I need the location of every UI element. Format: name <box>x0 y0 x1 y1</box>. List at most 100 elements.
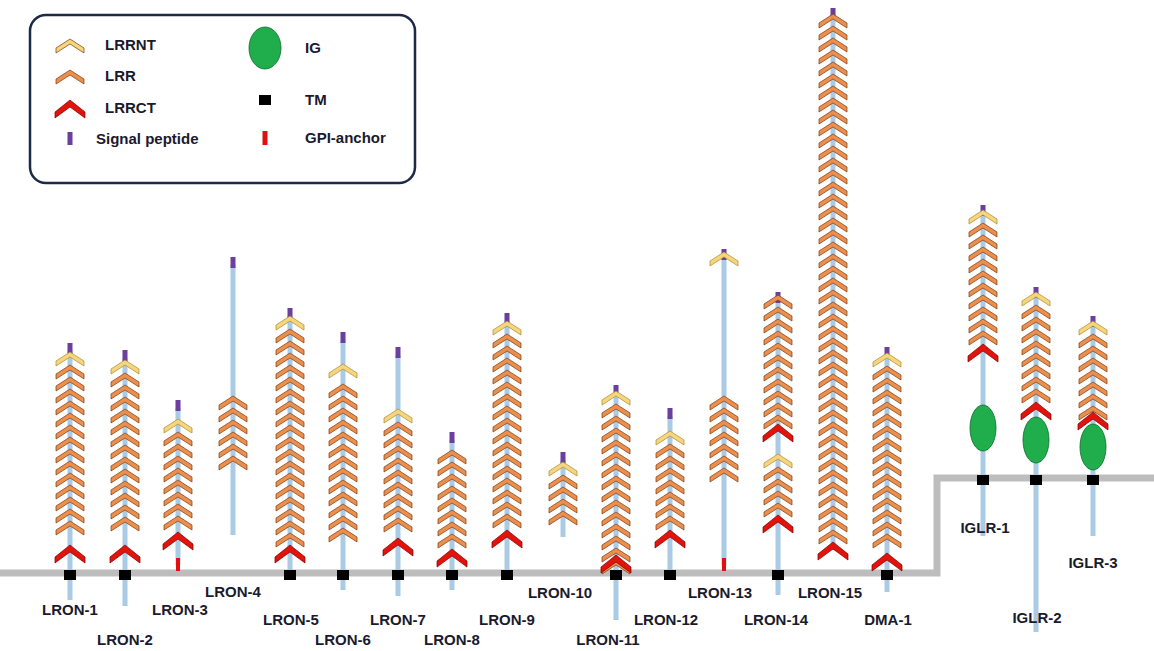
protein-figure <box>383 347 413 596</box>
lrrct-domain <box>763 424 793 442</box>
tm-domain <box>881 570 893 580</box>
protein-name: LRON-3 <box>152 601 208 619</box>
lrr-domain <box>710 468 738 482</box>
lrr-domain <box>873 534 901 548</box>
lrrnt-domain <box>873 353 901 367</box>
protein-name: LRON-4 <box>205 583 261 601</box>
lrrnt-domain <box>329 364 357 378</box>
protein-name: LRON-12 <box>634 611 698 629</box>
lrr-domain <box>656 516 684 530</box>
lrrnt-domain <box>56 352 84 366</box>
lrrnt-domain <box>164 419 192 433</box>
signal-peptide <box>396 347 401 358</box>
protein-figure <box>110 350 140 606</box>
signal-peptide <box>176 400 181 411</box>
lrrnt-domain <box>764 454 792 468</box>
tm-domain <box>1030 475 1042 485</box>
lrrct-domain <box>492 530 522 548</box>
protein-figure <box>219 257 247 535</box>
protein-name: LRON-14 <box>744 611 808 629</box>
lrrct-domain <box>55 545 85 563</box>
protein-name: LRON-15 <box>798 584 862 602</box>
protein-name: IGLR-3 <box>1068 554 1117 572</box>
lrrnt-domain <box>111 360 139 374</box>
protein-figure <box>601 385 631 620</box>
protein-figure <box>872 347 902 592</box>
protein-figure <box>163 400 193 571</box>
legend-swatch <box>56 70 84 84</box>
protein-figure <box>492 313 522 580</box>
lrrct-domain <box>275 545 305 563</box>
protein-name: LRON-2 <box>97 631 153 649</box>
lrr-domain <box>493 514 521 528</box>
lrrnt-domain <box>276 316 304 330</box>
ig-domain <box>970 405 996 451</box>
protein-name: LRON-1 <box>42 601 98 619</box>
protein-figure <box>549 452 577 537</box>
protein-figure <box>329 332 357 590</box>
protein-name: DMA-1 <box>864 611 912 629</box>
lrrct-domain <box>818 542 848 560</box>
legend-label: IG <box>305 39 321 57</box>
tm-domain <box>119 570 131 580</box>
legend-swatch <box>68 132 73 145</box>
lrr-domain <box>111 517 139 531</box>
protein-figure <box>275 308 305 580</box>
lrrnt-domain <box>1022 292 1050 306</box>
tm-domain <box>284 570 296 580</box>
signal-peptide <box>668 408 673 419</box>
lrrct-domain <box>763 515 793 533</box>
legend-frame <box>30 15 415 183</box>
lrrnt-domain <box>549 462 577 476</box>
tm-domain <box>64 570 76 580</box>
tm-domain <box>392 570 404 580</box>
lrrnt-domain <box>710 252 738 266</box>
signal-peptide <box>341 332 346 343</box>
ig-domain <box>1080 424 1106 470</box>
tm-domain <box>1087 475 1099 485</box>
lrr-domain <box>219 456 247 470</box>
lrrct-domain <box>110 545 140 563</box>
ig-domain <box>1023 417 1049 463</box>
protein-figure <box>818 8 848 560</box>
tm-domain <box>772 570 784 580</box>
legend-label: LRRCT <box>105 99 156 117</box>
protein-figure <box>655 408 685 580</box>
lrrct-domain <box>163 532 193 550</box>
protein-name: LRON-6 <box>315 631 371 649</box>
protein-figure <box>968 205 998 536</box>
protein-figure <box>1078 316 1108 536</box>
protein-figure <box>1021 287 1051 632</box>
lrr-domain <box>164 516 192 530</box>
lrr-domain <box>56 521 84 535</box>
signal-peptide <box>231 257 236 268</box>
signal-peptide <box>561 452 566 463</box>
lrr-domain <box>438 534 466 548</box>
protein-name: LRON-8 <box>424 631 480 649</box>
lrr-domain <box>969 331 997 345</box>
legend-swatch <box>259 95 271 105</box>
lrrct-domain <box>968 344 998 362</box>
tm-domain <box>664 570 676 580</box>
lrrnt-domain <box>1079 321 1107 335</box>
protein-figure <box>437 432 467 590</box>
tm-domain <box>337 570 349 580</box>
protein-stem <box>561 460 566 537</box>
protein-name: LRON-10 <box>528 584 592 602</box>
protein-figure <box>710 249 738 571</box>
legend-swatch <box>249 27 281 69</box>
protein-name: IGLR-1 <box>960 519 1009 537</box>
protein-name: LRON-5 <box>263 611 319 629</box>
lrrct-domain <box>437 549 467 567</box>
lrrnt-domain <box>384 409 412 423</box>
legend-swatch <box>263 131 268 145</box>
legend-swatch <box>56 39 84 53</box>
lrrnt-domain <box>969 210 997 224</box>
lrrnt-domain <box>602 391 630 405</box>
lrr-domain <box>384 518 412 532</box>
signal-peptide <box>123 350 128 361</box>
signal-peptide <box>450 432 455 443</box>
protein-name: IGLR-2 <box>1012 609 1061 627</box>
protein-name: LRON-13 <box>688 584 752 602</box>
